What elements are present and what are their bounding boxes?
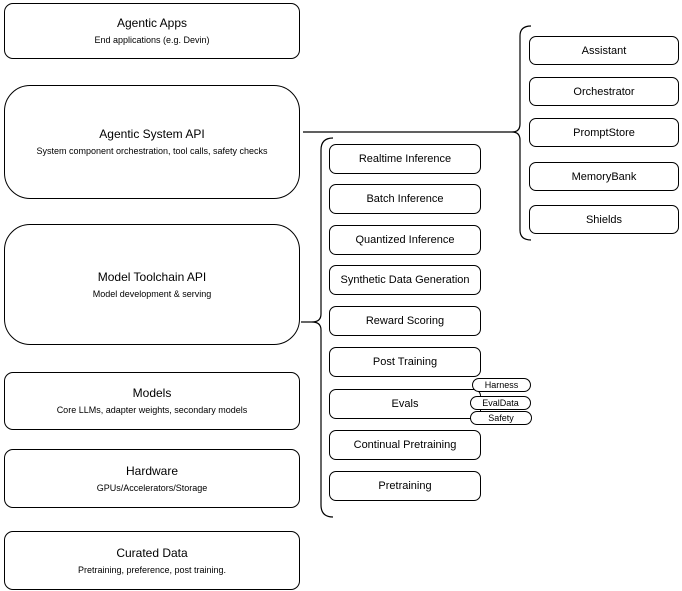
tag-safety: Safety (470, 411, 532, 425)
node-models: Models Core LLMs, adapter weights, secon… (4, 372, 300, 430)
node-promptstore: PromptStore (529, 118, 679, 147)
node-label: Assistant (581, 44, 627, 57)
tag-evaldata: EvalData (470, 396, 531, 410)
node-label: Realtime Inference (358, 153, 452, 165)
node-label: Quantized Inference (355, 234, 455, 246)
node-assistant: Assistant (529, 36, 679, 65)
node-curated-data: Curated Data Pretraining, preference, po… (4, 531, 300, 590)
tag-harness: Harness (472, 378, 531, 392)
node-subtitle: System component orchestration, tool cal… (36, 146, 268, 156)
node-label: Orchestrator (573, 85, 635, 98)
node-label: PromptStore (573, 126, 635, 139)
node-title: Models (132, 386, 172, 400)
node-evals: Evals (329, 389, 481, 419)
node-title: Agentic Apps (116, 16, 188, 30)
node-continual-pretraining: Continual Pretraining (329, 430, 481, 460)
node-subtitle: Model development & serving (92, 288, 212, 299)
tag-label: EvalData (482, 398, 519, 408)
node-hardware: Hardware GPUs/Accelerators/Storage (4, 449, 300, 508)
node-title: Model Toolchain API (97, 269, 207, 284)
node-label: Pretraining (378, 480, 432, 492)
node-post-training: Post Training (329, 347, 481, 377)
node-label: MemoryBank (571, 170, 637, 183)
node-synthetic-data-generation: Synthetic Data Generation (329, 265, 481, 295)
node-title: Agentic System API (99, 127, 205, 141)
node-label: Evals (391, 398, 419, 410)
node-subtitle: Pretraining, preference, post training. (77, 564, 227, 575)
node-model-toolchain-api: Model Toolchain API Model development & … (4, 224, 300, 345)
node-reward-scoring: Reward Scoring (329, 306, 481, 336)
node-agentic-system-api: Agentic System API System component orch… (4, 85, 300, 199)
node-realtime-inference: Realtime Inference (329, 144, 481, 174)
node-label: Post Training (372, 356, 438, 368)
node-pretraining: Pretraining (329, 471, 481, 501)
node-subtitle: Core LLMs, adapter weights, secondary mo… (56, 405, 248, 415)
node-subtitle: GPUs/Accelerators/Storage (96, 482, 208, 493)
node-quantized-inference: Quantized Inference (329, 225, 481, 255)
node-label: Batch Inference (366, 193, 444, 205)
tag-label: Harness (484, 380, 519, 390)
tag-label: Safety (488, 413, 514, 423)
node-title: Curated Data (116, 545, 188, 560)
node-memorybank: MemoryBank (529, 162, 679, 191)
node-subtitle: End applications (e.g. Devin) (94, 35, 210, 45)
node-agentic-apps: Agentic Apps End applications (e.g. Devi… (4, 3, 300, 59)
node-label: Shields (585, 213, 623, 226)
node-shields: Shields (529, 205, 679, 234)
node-batch-inference: Batch Inference (329, 184, 481, 214)
node-title: Hardware (125, 463, 179, 478)
node-orchestrator: Orchestrator (529, 77, 679, 106)
node-label: Synthetic Data Generation (340, 274, 470, 286)
node-label: Reward Scoring (365, 315, 445, 327)
node-label: Continual Pretraining (353, 439, 457, 451)
